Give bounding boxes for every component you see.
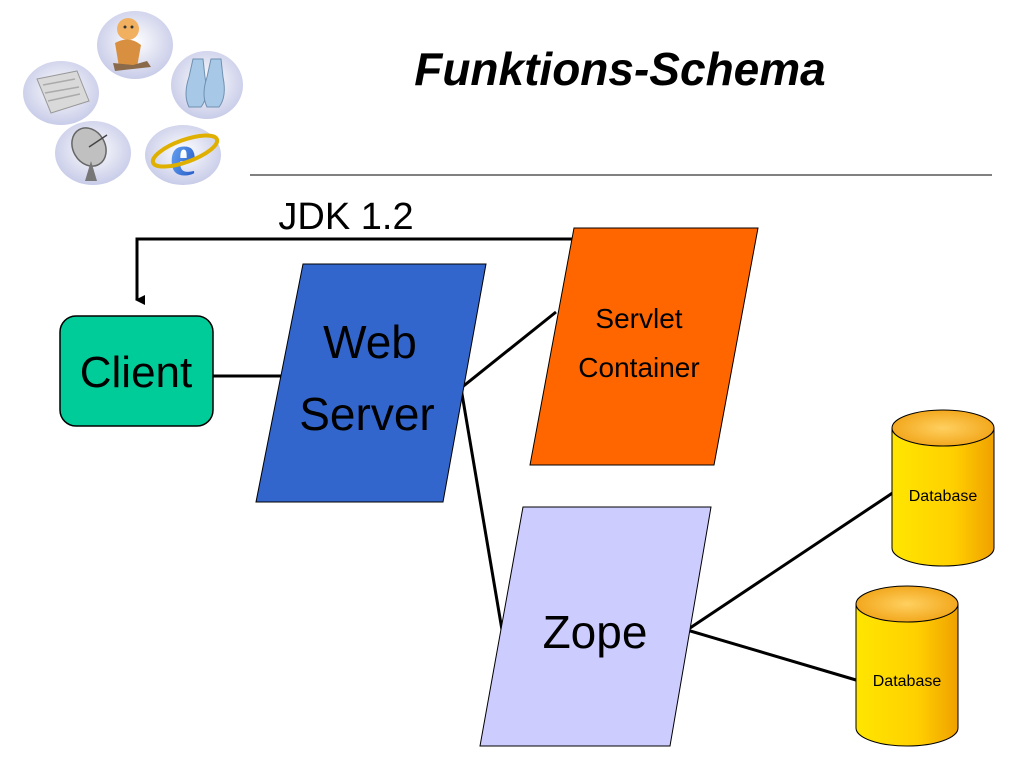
- zope-shape: [479, 506, 712, 747]
- logo-cluster: e: [23, 11, 243, 188]
- web-server-shape: [255, 263, 487, 503]
- servlet-container-label-line1: Servlet: [595, 303, 682, 334]
- child-icon: [97, 11, 173, 79]
- database-cylinder-1: [891, 409, 995, 567]
- client-label: Client: [80, 348, 193, 397]
- satellite-dish-icon: [55, 121, 131, 185]
- jdk-label: JDK 1.2: [278, 196, 413, 238]
- database-2-label: Database: [873, 673, 942, 690]
- servlet-container-label-line2: Container: [578, 352, 699, 383]
- zope-database2-link: [686, 628, 857, 682]
- web-server-label-line2: Server: [299, 388, 434, 440]
- document-icon: [23, 61, 99, 125]
- webserver-zope-link: [459, 387, 504, 631]
- zope-database1-link: [686, 490, 895, 632]
- database-cylinder-2: [855, 585, 959, 747]
- database-1-label: Database: [909, 488, 978, 505]
- internet-explorer-icon: e: [145, 122, 221, 188]
- webserver-servlet-link: [460, 310, 557, 390]
- svg-text:e: e: [170, 122, 197, 188]
- clothing-icon: [171, 51, 243, 119]
- servlet-container-shape: [529, 227, 759, 466]
- slide-title: Funktions-Schema: [414, 43, 826, 95]
- web-server-label-line1: Web: [323, 316, 417, 368]
- zope-label: Zope: [543, 606, 648, 658]
- jdk-arrow: [135, 237, 574, 305]
- client-box: [59, 315, 214, 427]
